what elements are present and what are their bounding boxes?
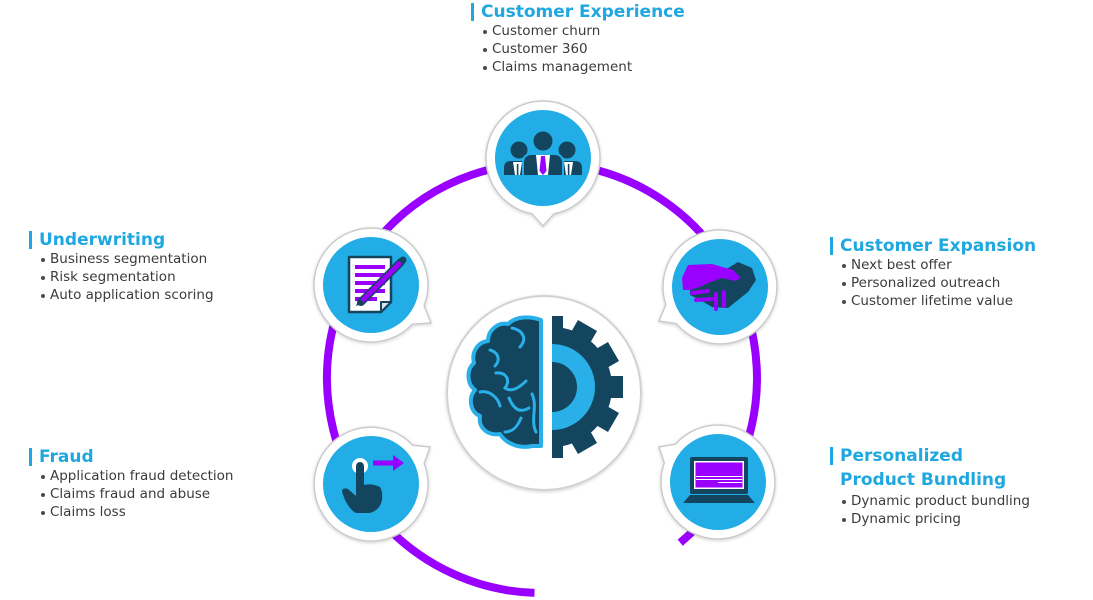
list-item-text: Dynamic product bundling (851, 493, 1030, 509)
bullet-dot (41, 258, 45, 262)
section-title: Customer Expansion (830, 236, 1036, 256)
bullet-dot (842, 282, 846, 286)
touch-swipe-icon (342, 455, 404, 513)
list-item-text: Auto application scoring (50, 287, 214, 303)
list-item-text: Dynamic pricing (851, 511, 961, 527)
arrow-right-icon (393, 455, 404, 471)
bullet-dot (483, 48, 487, 52)
list-item-text: Claims loss (50, 504, 126, 520)
section-personalized-product-bundling: Personalized Product Bundling Dynamic pr… (830, 444, 1030, 528)
list-item-text: Risk segmentation (50, 269, 176, 285)
section-items: Next best offer Personalized outreach Cu… (830, 256, 1036, 310)
list-item: Auto application scoring (29, 286, 214, 304)
bullet-dot (41, 493, 45, 497)
list-item-text: Customer churn (492, 23, 601, 39)
section-title: Fraud (29, 447, 233, 467)
bubble-personalized-product-bundling (658, 424, 776, 540)
list-item: Application fraud detection (29, 467, 233, 485)
bullet-dot (41, 276, 45, 280)
bullet-dot (842, 264, 846, 268)
people-icon (504, 129, 582, 177)
laptop-icon (683, 457, 755, 503)
section-title-text: Underwriting (39, 230, 166, 250)
title-bar (830, 447, 833, 465)
list-item: Claims management (471, 58, 685, 76)
section-customer-expansion: Customer Expansion Next best offer Perso… (830, 236, 1036, 310)
section-title: Customer Experience (471, 2, 685, 22)
title-bar (830, 237, 833, 255)
section-customer-experience: Customer Experience Customer churn Custo… (471, 2, 685, 76)
bullet-dot (483, 66, 487, 70)
bullet-dot (842, 518, 846, 522)
section-title-text: Fraud (39, 447, 94, 467)
list-item: Customer 360 (471, 40, 685, 58)
gear-icon (552, 316, 623, 458)
section-title-text: Customer Experience (481, 2, 685, 22)
list-item-text: Personalized outreach (851, 275, 1001, 291)
brain-icon (466, 315, 543, 449)
list-item: Claims loss (29, 503, 233, 521)
section-title: Underwriting (29, 230, 214, 250)
bullet-dot (41, 475, 45, 479)
list-item-text: Claims management (492, 59, 633, 75)
section-underwriting: Underwriting Business segmentation Risk … (29, 230, 214, 304)
bullet-dot (842, 300, 846, 304)
list-item: Dynamic pricing (830, 510, 1030, 528)
list-item: Risk segmentation (29, 268, 214, 286)
list-item-text: Next best offer (851, 257, 952, 273)
list-item: Next best offer (830, 256, 1036, 274)
center-hub (446, 295, 642, 491)
list-item-text: Customer 360 (492, 41, 588, 57)
section-title-text: Personalized Product Bundling (840, 446, 1007, 490)
title-bar (29, 231, 32, 249)
list-item: Dynamic product bundling (830, 492, 1030, 510)
bullet-dot (483, 30, 487, 34)
list-item-text: Claims fraud and abuse (50, 486, 211, 502)
title-bar (29, 448, 32, 466)
list-item-text: Customer lifetime value (851, 293, 1014, 309)
handshake-icon (682, 262, 756, 311)
bullet-dot (41, 294, 45, 298)
section-title: Personalized Product Bundling (830, 444, 1015, 492)
list-item: Business segmentation (29, 250, 214, 268)
list-item-text: Application fraud detection (50, 468, 234, 484)
section-items: Application fraud detection Claims fraud… (29, 467, 233, 521)
list-item: Customer churn (471, 22, 685, 40)
list-item: Customer lifetime value (830, 292, 1036, 310)
list-item: Claims fraud and abuse (29, 485, 233, 503)
document-pencil-icon (347, 255, 407, 314)
section-title-text: Customer Expansion (840, 236, 1037, 256)
bullet-dot (41, 511, 45, 515)
section-fraud: Fraud Application fraud detection Claims… (29, 447, 233, 521)
bubble-customer-expansion (657, 229, 778, 345)
section-items: Business segmentation Risk segmentation … (29, 250, 214, 304)
title-bar (471, 3, 474, 21)
list-item: Personalized outreach (830, 274, 1036, 292)
list-item-text: Business segmentation (50, 251, 208, 267)
section-items: Dynamic product bundling Dynamic pricing (830, 492, 1030, 528)
bubble-underwriting (313, 227, 433, 343)
section-items: Customer churn Customer 360 Claims manag… (471, 22, 685, 76)
bullet-dot (842, 500, 846, 504)
bubble-fraud (313, 426, 432, 542)
bubble-customer-experience (485, 100, 601, 228)
